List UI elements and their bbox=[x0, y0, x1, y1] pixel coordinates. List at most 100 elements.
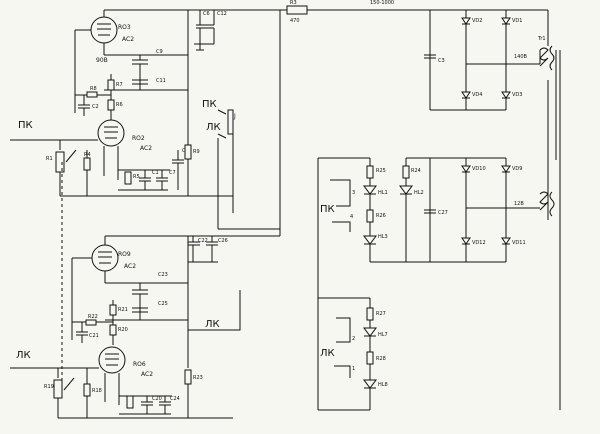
v12-label: 12B bbox=[514, 201, 524, 207]
vd3-label: VD3 bbox=[512, 92, 522, 98]
resistor-r20 bbox=[109, 324, 117, 336]
cathode-wiring-top bbox=[103, 10, 189, 150]
r7-label: R7 bbox=[116, 82, 123, 88]
c20-label: C20 bbox=[152, 396, 162, 402]
tube-ro2-elements bbox=[104, 126, 118, 139]
hl3-label: HL3 bbox=[378, 234, 388, 240]
ro2-cathode-wires bbox=[103, 146, 119, 180]
c1-c7-caps bbox=[118, 169, 170, 191]
c25-cap bbox=[132, 302, 148, 313]
vd9-label: VD9 bbox=[512, 166, 522, 172]
c3-label: C3 bbox=[438, 58, 445, 64]
diode-vd10 bbox=[461, 165, 471, 173]
c10-cap bbox=[172, 150, 184, 190]
ro9-cathode-wiring bbox=[104, 236, 189, 368]
tube-ro6-elements bbox=[105, 353, 119, 366]
diode-vd4 bbox=[461, 91, 471, 99]
resistor-r28 bbox=[366, 351, 374, 365]
tube-ro3-type: AC2 bbox=[122, 36, 134, 43]
grid-wire-top bbox=[74, 29, 91, 113]
r25-label: R25 bbox=[376, 168, 386, 174]
pin1-label: 1 bbox=[352, 366, 355, 372]
tube-ro2-label: RO2 bbox=[132, 135, 145, 142]
cap-c3 bbox=[424, 54, 436, 59]
c1-label: C1 bbox=[152, 170, 159, 176]
vd2-label: VD2 bbox=[472, 18, 482, 24]
tube-ro9-type: AC2 bbox=[124, 263, 136, 270]
c11-label: C11 bbox=[156, 78, 166, 84]
resistor-r26 bbox=[366, 209, 374, 223]
c7-label: C7 bbox=[169, 170, 176, 176]
c27-label: C27 bbox=[438, 210, 448, 216]
lv-bridge bbox=[430, 157, 540, 263]
transformer2-coil-a bbox=[539, 191, 549, 211]
c24-label: C24 bbox=[170, 396, 180, 402]
resistor-r9 bbox=[184, 144, 192, 160]
resistor-r25 bbox=[366, 165, 374, 179]
hl7-label: HL7 bbox=[378, 332, 388, 338]
mains-leads bbox=[555, 50, 561, 410]
tube-ro9 bbox=[91, 244, 119, 272]
resistor-r27 bbox=[366, 307, 374, 321]
c9-cap bbox=[132, 55, 148, 90]
jack-j bbox=[227, 109, 234, 135]
ground-bus-top bbox=[60, 159, 233, 197]
r18-label: R18 bbox=[92, 388, 102, 394]
c6-c12-wiring bbox=[194, 10, 215, 45]
r8-label: R8 bbox=[90, 86, 97, 92]
c11-cap bbox=[132, 72, 148, 85]
resistor-r7 bbox=[107, 79, 115, 91]
led-pk-frame bbox=[317, 157, 371, 299]
led-hl2 bbox=[399, 185, 413, 195]
anode-rail-top bbox=[103, 9, 280, 17]
vd1-label: VD1 bbox=[512, 18, 522, 24]
r-chain-top bbox=[75, 74, 112, 120]
diode-vd2 bbox=[461, 17, 471, 25]
diode-vd12 bbox=[461, 237, 471, 245]
lk-input-wire bbox=[10, 367, 99, 378]
lk-switch-label: ЛК bbox=[206, 122, 221, 133]
tube-ro6-label: RO6 bbox=[133, 361, 146, 368]
transformer-coil-a bbox=[539, 47, 549, 67]
lk-bottom-wire bbox=[188, 290, 241, 331]
r9-label: R9 bbox=[193, 149, 200, 155]
j-label: J bbox=[233, 113, 236, 120]
led-indicator-pk: R25 3 HL1 R26 HL3 ПК 4 R24 HL2 C27 bbox=[317, 157, 448, 299]
pin2-label: 2 bbox=[352, 336, 355, 342]
c23-cap bbox=[132, 283, 148, 320]
c20-c24-caps bbox=[119, 395, 172, 415]
led-hl8 bbox=[363, 379, 377, 389]
led-pk-switch-b bbox=[332, 221, 351, 232]
transformer2-coil-b bbox=[549, 191, 555, 217]
r19-label: R19 bbox=[44, 384, 54, 390]
ro6-cathode-wires bbox=[104, 373, 120, 405]
r1-label: R1 bbox=[46, 156, 53, 162]
vd4-label: VD4 bbox=[472, 92, 482, 98]
hv-rail bbox=[429, 10, 506, 111]
lk-led-label: ЛК bbox=[320, 348, 335, 359]
tube-ro6 bbox=[98, 346, 126, 374]
vd12-label: VD12 bbox=[472, 240, 486, 246]
r3-label: R3 bbox=[290, 0, 297, 6]
ground-c6 bbox=[196, 44, 204, 51]
hl1-label: HL1 bbox=[378, 190, 388, 196]
resistor-r6 bbox=[107, 99, 115, 111]
resistor-r18 bbox=[83, 383, 91, 397]
pk-input-label: ПК bbox=[18, 120, 33, 131]
r22-label: R22 bbox=[88, 314, 98, 320]
led-lk-switch-b bbox=[334, 365, 351, 378]
tube-ro9-elements bbox=[98, 251, 112, 264]
resistor-r21 bbox=[109, 304, 117, 316]
led-pk-switch-a bbox=[330, 179, 351, 207]
resistor-r4 bbox=[83, 157, 91, 171]
r21-label: R21 bbox=[118, 307, 128, 313]
switch-wiring bbox=[217, 10, 281, 236]
pot-r19 bbox=[53, 379, 63, 399]
resistor-r19b bbox=[126, 395, 134, 409]
r28-label: R28 bbox=[376, 356, 386, 362]
lv-rectifier: VD10 VD9 VD12 VD11 12B bbox=[430, 157, 555, 263]
resistor-r5 bbox=[124, 171, 132, 185]
vd10-label: VD10 bbox=[472, 166, 486, 172]
pot-r1 bbox=[55, 151, 65, 173]
